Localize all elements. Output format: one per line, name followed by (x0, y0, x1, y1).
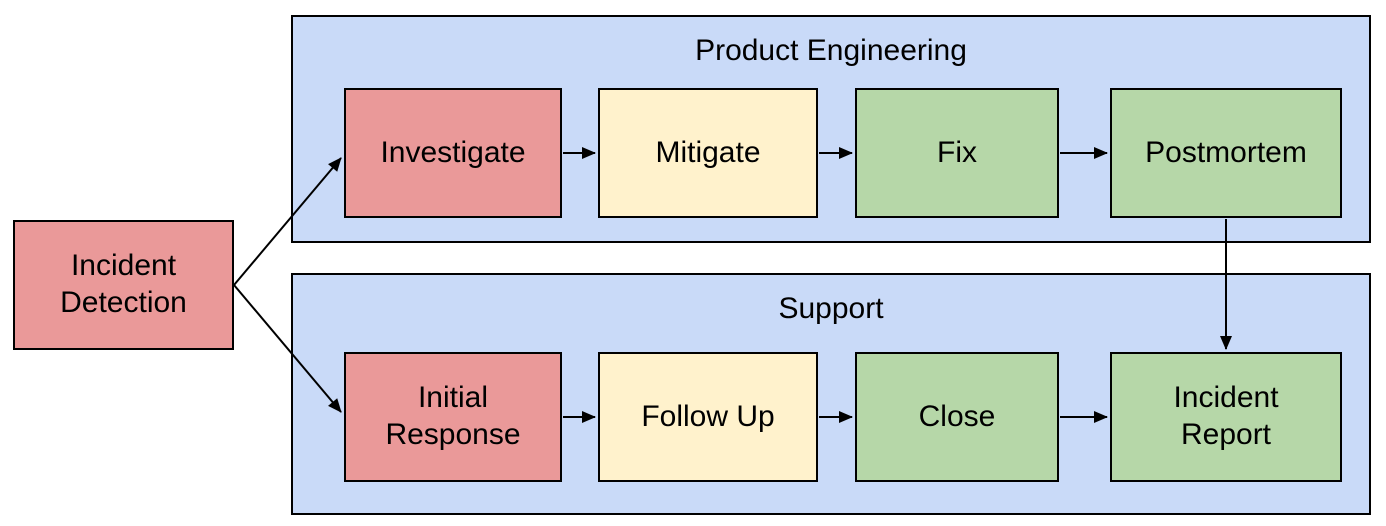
node-label: Initial Response (385, 381, 521, 451)
node-investigate: Investigate (344, 88, 562, 218)
node-initial-response: Initial Response (344, 352, 562, 482)
node-label: Postmortem (1145, 135, 1307, 169)
node-incident-detection: Incident Detection (13, 220, 234, 350)
lane-title-support: Support (778, 292, 884, 325)
node-postmortem: Postmortem (1110, 88, 1342, 218)
node-label: Mitigate (655, 135, 761, 169)
node-label: Incident Detection (60, 249, 187, 319)
lane-product-engineering: Product Engineering Investigate Mitigate… (291, 15, 1371, 243)
node-fix: Fix (855, 88, 1059, 218)
node-label: Investigate (380, 135, 526, 169)
node-label: Fix (937, 135, 977, 169)
node-follow-up: Follow Up (598, 352, 818, 482)
node-label: Incident Report (1173, 381, 1279, 451)
node-close: Close (855, 352, 1059, 482)
lane-support: Support Initial Response Follow Up Close… (291, 273, 1371, 515)
node-incident-report: Incident Report (1110, 352, 1342, 482)
node-label: Follow Up (641, 399, 775, 433)
lane-title-product-engineering: Product Engineering (695, 34, 967, 67)
node-mitigate: Mitigate (598, 88, 818, 218)
node-label: Close (918, 399, 996, 433)
